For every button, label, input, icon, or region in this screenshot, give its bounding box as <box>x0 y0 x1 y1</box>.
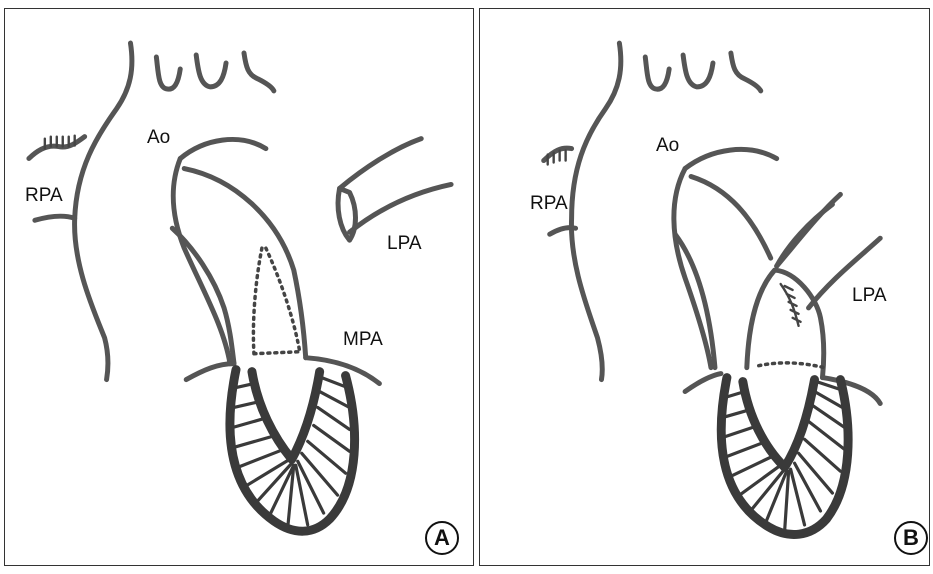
label-rpa: RPA <box>25 185 63 207</box>
panel-a: Ao RPA LPA MPA A <box>4 8 474 566</box>
aorta-outline <box>571 43 620 380</box>
vessel-base <box>685 374 721 392</box>
panel-a-drawing <box>5 9 473 565</box>
rpa-lower <box>35 216 75 220</box>
panel-badge: B <box>894 521 928 555</box>
ventricle-stripe <box>238 449 284 467</box>
lpa-suture <box>781 284 801 326</box>
label-mpa: MPA <box>343 329 383 351</box>
ventricle-stripe <box>723 425 759 437</box>
arch-branch-1 <box>645 57 669 89</box>
mpa-arch-top <box>685 149 777 168</box>
label-rpa: RPA <box>530 193 568 215</box>
arch-branch-1 <box>156 57 180 89</box>
ventricle-inner <box>743 380 815 468</box>
ventricle-inner <box>252 372 320 460</box>
ventricle-stripe <box>302 453 338 495</box>
ventricle-stripe <box>813 405 845 427</box>
arch-branch-2 <box>683 55 713 87</box>
mpa-inner-right <box>691 176 771 258</box>
arch-branch-2 <box>196 55 226 87</box>
ventricle-stripe <box>318 407 350 429</box>
ventricle-stripe <box>725 441 767 457</box>
lpa-end <box>338 188 355 240</box>
panel-badge: A <box>425 521 459 555</box>
label-ao: Ao <box>147 127 170 149</box>
label-lpa: LPA <box>387 233 422 255</box>
arch-branch-3 <box>244 53 274 91</box>
mpa-arch-top <box>180 139 266 158</box>
ventricle-stripe <box>314 425 350 451</box>
label-ao: Ao <box>656 135 679 157</box>
ventricle-stripe <box>785 471 789 531</box>
ventricle-stripe <box>815 392 843 408</box>
label-lpa: LPA <box>852 285 887 307</box>
panel-b: Ao RPA LPA B <box>479 8 930 566</box>
ventricle-stripe <box>233 417 268 427</box>
arch-branch-3 <box>731 53 761 91</box>
ventricle-stripe <box>234 435 276 447</box>
ventricle-stripe <box>320 392 350 408</box>
incision-dotted <box>759 363 825 368</box>
aorta-outline <box>75 43 132 380</box>
vessel-base <box>186 364 234 380</box>
